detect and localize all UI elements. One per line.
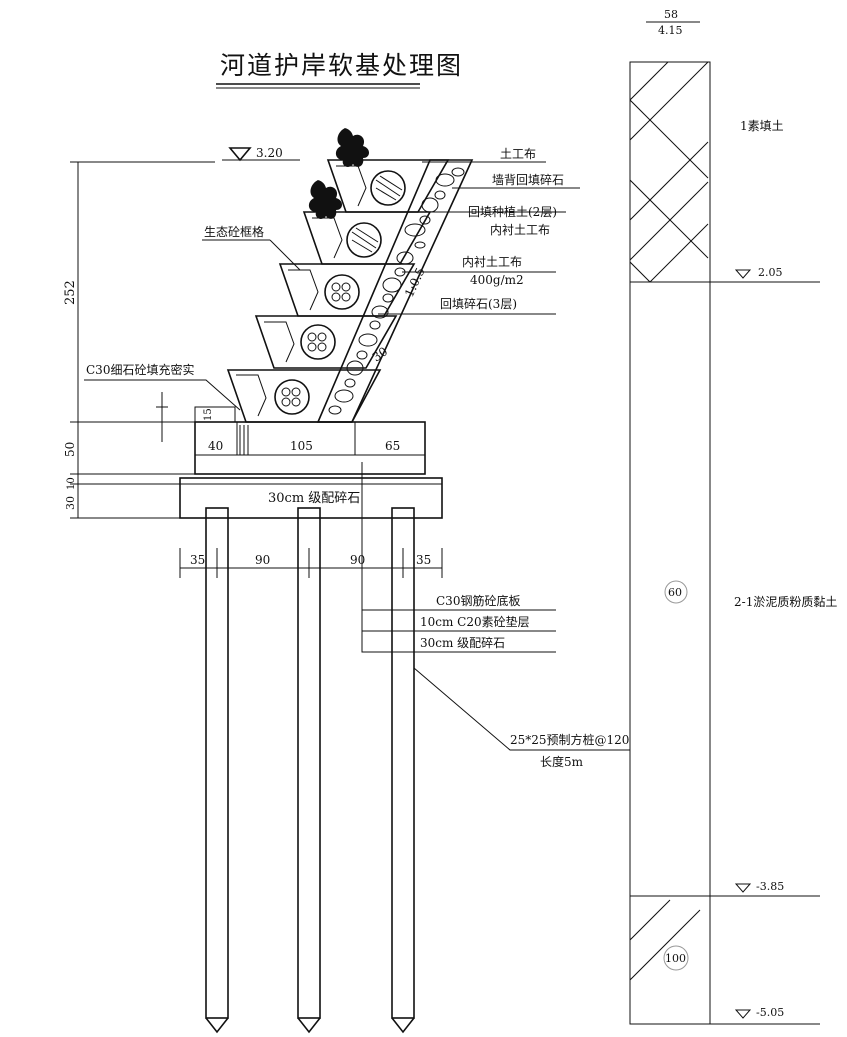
- label-geotextile-spec: 400g/m2: [470, 273, 524, 287]
- label-graded-gravel: 30cm 级配碎石: [420, 635, 505, 650]
- soil-head-elev: 4.15: [658, 24, 683, 37]
- label-base-slab: C30钢筋砼底板: [436, 593, 520, 608]
- soil-layer-2: 2-1淤泥质粉质黏土: [734, 595, 837, 609]
- dim-30: 30: [64, 496, 77, 510]
- label-eco-frame: 生态砼框格: [204, 224, 264, 239]
- label-slope-angle: 30: [370, 344, 391, 364]
- dim-65: 65: [385, 439, 400, 453]
- label-cushion: 10cm C20素砼垫层: [420, 614, 530, 629]
- dim-40: 40: [208, 439, 223, 453]
- label-slope: 1:0.5: [402, 265, 428, 299]
- pile-right: [391, 507, 415, 1034]
- soil-thickness-2-bubble: [664, 580, 688, 604]
- dim-35-right: 35: [416, 553, 431, 567]
- kerb-dimension: 15: [156, 392, 214, 442]
- dim-90-left: 90: [255, 553, 270, 567]
- soil-head-value: 58: [664, 8, 678, 21]
- plant-icon-top: [335, 128, 369, 167]
- dim-35-left: 35: [190, 553, 205, 567]
- eco-frame-block-4: [302, 211, 432, 265]
- label-c30-fill: C30细石砼填充密实: [86, 362, 194, 377]
- soil-layer-1: 1素填土: [740, 119, 784, 133]
- soil-thickness-3-bubble: [663, 945, 689, 971]
- base-slab: 40 105 65: [194, 406, 426, 475]
- label-geotextile: 土工布: [500, 147, 536, 161]
- soil-thickness-3: 100: [665, 952, 686, 965]
- soil-elev-3: -5.05: [756, 1006, 784, 1019]
- label-inner-geotextile-1: 内衬土工布: [490, 223, 550, 237]
- drawing-title: 河道护岸软基处理图: [220, 51, 463, 80]
- label-gravel-3: 回填碎石(3层): [440, 296, 517, 311]
- leaders-upper: [202, 161, 580, 315]
- elevation-marker-top: 3.20: [222, 146, 300, 162]
- label-pile-spec: 25*25预制方桩@120: [510, 732, 629, 747]
- dim-105: 105: [290, 439, 313, 453]
- pile-spacing-dims: 35 90 90 35: [179, 548, 443, 578]
- soil-column: [629, 61, 820, 1025]
- plant-icon-second: [308, 180, 342, 219]
- dim-15: 15: [203, 408, 214, 421]
- dim-50: 50: [63, 442, 77, 457]
- soil-thickness-2: 60: [668, 586, 682, 599]
- label-inner-geotextile-2: 内衬土工布: [462, 255, 522, 269]
- graded-gravel-layer: 30cm 级配碎石: [179, 477, 443, 519]
- pile-middle: [297, 507, 321, 1034]
- dim-90-right: 90: [350, 553, 365, 567]
- svg-text:30cm 级配碎石: 30cm 级配碎石: [268, 491, 360, 506]
- eco-frame-block-5: [326, 159, 450, 213]
- soil-elev-1: 2.05: [758, 266, 783, 279]
- label-planting-soil: 回填种植土(2层): [468, 204, 557, 219]
- eco-frame-block-3: [278, 263, 416, 317]
- leaders-lower: [361, 462, 630, 751]
- eco-frame-block-1: [226, 369, 382, 423]
- soil-elev-2: -3.85: [756, 880, 784, 893]
- label-pile-length: 长度5m: [540, 754, 584, 769]
- pile-left: [205, 507, 229, 1034]
- svg-text:3.20: 3.20: [256, 146, 283, 160]
- dim-10: 10: [66, 477, 77, 490]
- dim-252: 252: [63, 280, 78, 305]
- label-back-fill: 墙背回填碎石: [492, 172, 564, 187]
- left-dimension-chain: 252 50 30 10: [63, 161, 215, 519]
